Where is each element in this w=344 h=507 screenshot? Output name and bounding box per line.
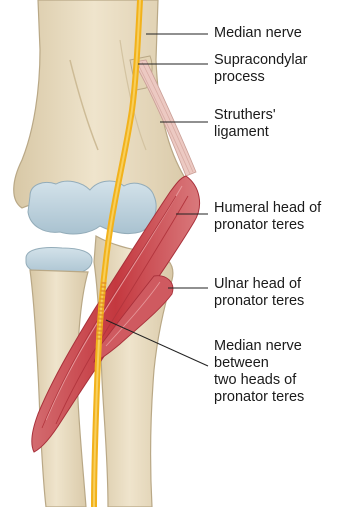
label-humeral-head: Humeral head of pronator teres bbox=[214, 200, 321, 234]
articular-cartilage bbox=[28, 181, 156, 234]
label-ulnar-head: Ulnar head of pronator teres bbox=[214, 276, 304, 310]
label-supracondylar-process: Supracondylar process bbox=[214, 52, 308, 86]
label-struthers-ligament: Struthers' ligament bbox=[214, 107, 276, 141]
label-median-nerve: Median nerve bbox=[214, 25, 302, 42]
label-median-nerve-between-heads: Median nerve between two heads of pronat… bbox=[214, 338, 304, 406]
